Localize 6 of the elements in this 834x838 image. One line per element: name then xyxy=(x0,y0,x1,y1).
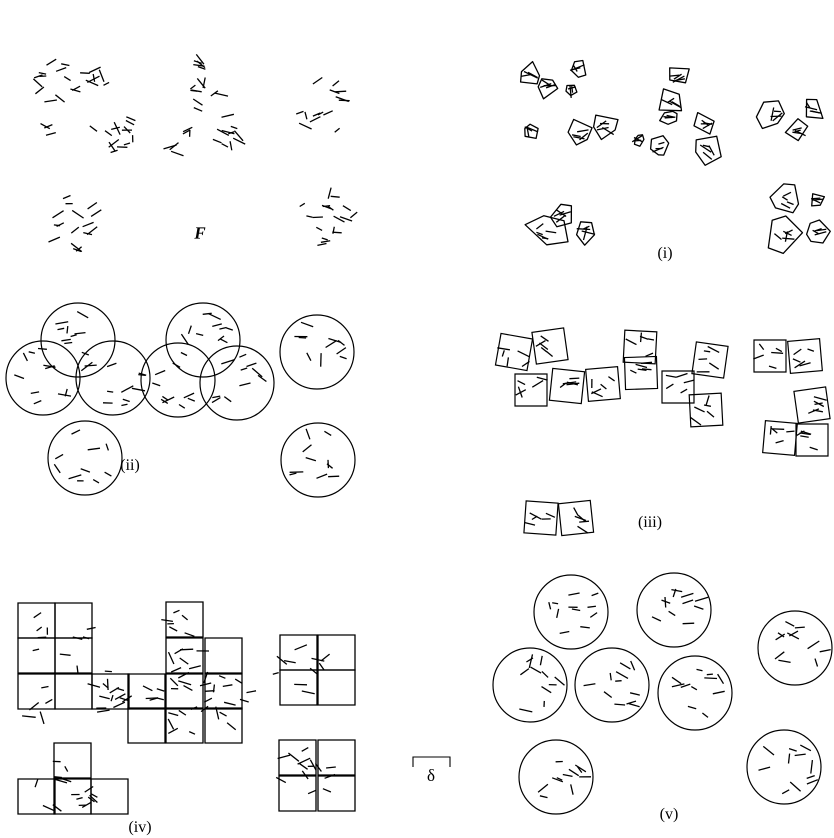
panel-label: δ xyxy=(428,769,434,782)
panel-label: (i) xyxy=(658,246,672,262)
panel-label: (v) xyxy=(660,808,678,822)
panel-label: (iv) xyxy=(129,820,151,836)
panel-label: (iii) xyxy=(638,516,662,530)
panel-label: F xyxy=(194,227,206,239)
